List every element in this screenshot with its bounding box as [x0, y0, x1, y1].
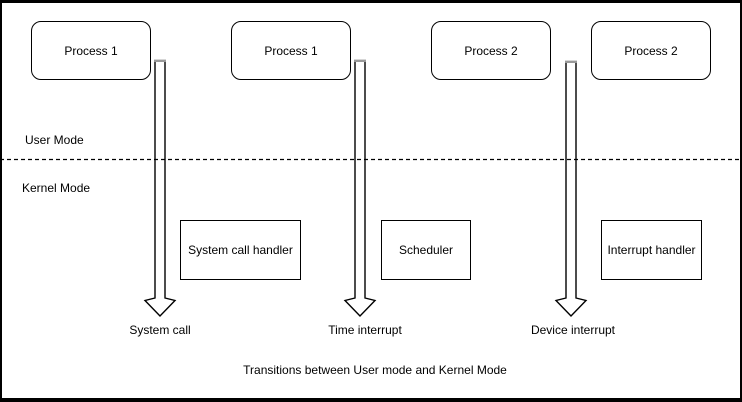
- interrupt-handler-box: Interrupt handler: [601, 220, 702, 280]
- user-mode-label: User Mode: [25, 133, 84, 147]
- down-arrow-time-interrupt-icon: [343, 60, 377, 318]
- interrupt-handler-label: Interrupt handler: [607, 243, 696, 257]
- process-box-2: Process 1: [231, 21, 351, 80]
- scheduler-box: Scheduler: [381, 220, 471, 280]
- diagram-caption: Transitions between User mode and Kernel…: [243, 363, 507, 377]
- scheduler-label: Scheduler: [398, 243, 454, 257]
- frame-border-right: [740, 0, 742, 402]
- process-box-1-label: Process 1: [64, 43, 118, 58]
- process-box-4-label: Process 2: [624, 43, 678, 58]
- frame-border-bottom: [0, 398, 742, 402]
- process-box-1: Process 1: [31, 21, 151, 80]
- frame-border-left: [0, 0, 2, 402]
- down-arrow-system-call-icon: [143, 60, 177, 318]
- transition-label-time-interrupt: Time interrupt: [328, 323, 402, 337]
- transition-label-system-call: System call: [129, 323, 191, 337]
- system-call-handler-label: System call handler: [188, 243, 293, 257]
- process-box-3: Process 2: [431, 21, 551, 80]
- process-box-4: Process 2: [591, 21, 711, 80]
- transition-label-device-interrupt: Device interrupt: [530, 323, 616, 337]
- process-box-3-label: Process 2: [464, 43, 518, 58]
- process-box-2-label: Process 1: [264, 43, 318, 58]
- frame-border-top: [0, 0, 742, 3]
- system-call-handler-box: System call handler: [180, 220, 301, 280]
- kernel-mode-label: Kernel Mode: [22, 181, 91, 195]
- down-arrow-device-interrupt-icon: [554, 61, 588, 318]
